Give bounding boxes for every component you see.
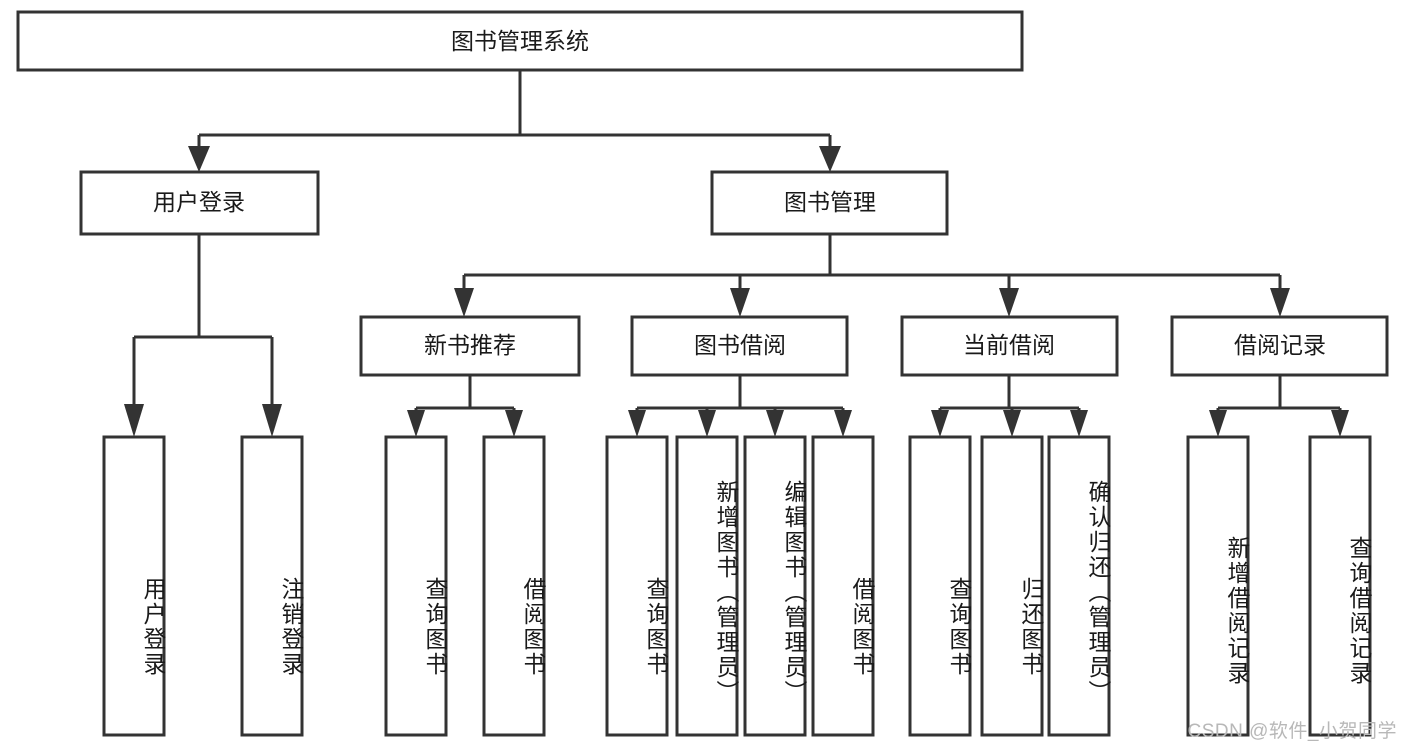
node-user-login-box[interactable] [79,170,320,236]
node-leaf-logout-login-box[interactable] [240,435,304,737]
node-leaf-query-book-1-box[interactable] [384,435,448,737]
connector-layer [124,70,1349,437]
node-leaf-borrow-book-1-box[interactable] [482,435,546,737]
arrow-head-leaf-borrow-book-1 [505,410,523,437]
node-leaf-query-borrow-record-box[interactable] [1308,435,1372,737]
arrow-head-leaf-query-book-2 [628,410,646,437]
node-book-borrow-box[interactable] [630,315,849,377]
arrow-head-leaf-borrow-book-2 [834,410,852,437]
arrow-head-leaf-query-book-1 [407,410,425,437]
node-current-borrow[interactable]: 当前借阅 [900,315,1119,377]
arrow-head-leaf-return-book [1003,410,1021,437]
arrow-head-borrow-record [1270,288,1290,317]
node-root-box[interactable] [16,10,1024,72]
csdn-watermark: CSDN @软件_小贺同学 [1187,721,1397,742]
node-book-manage-box[interactable] [710,170,949,236]
node-leaf-query-book-3-box[interactable] [908,435,972,737]
node-new-book-recommend[interactable]: 新书推荐 [359,315,581,377]
node-leaf-borrow-book-2-box[interactable] [811,435,875,737]
node-leaf-add-book-box[interactable] [675,435,739,737]
node-leaf-add-borrow-record-box[interactable] [1186,435,1250,737]
node-root-label: 图书管理系统 [451,28,589,54]
node-borrow-record[interactable]: 借阅记录 [1170,315,1389,377]
node-borrow-record-box[interactable] [1170,315,1389,377]
arrow-head-current-borrow [999,288,1019,317]
node-book-manage-label: 图书管理 [784,189,876,215]
arrow-head-leaf-query-book-3 [931,410,949,437]
node-leaf-edit-book-box[interactable] [743,435,807,737]
node-leaf-return-book-box[interactable] [980,435,1044,737]
node-book-borrow[interactable]: 图书借阅 [630,315,849,377]
arrow-head-new-book-recommend [454,288,474,317]
arrow-head-leaf-confirm-return [1070,410,1088,437]
arrow-head-leaf-user-login [124,404,144,437]
arrow-head-leaf-query-borrow-record [1331,410,1349,437]
arrow-head-book-manage [819,146,841,172]
node-new-book-recommend-label: 新书推荐 [424,332,516,358]
arrow-head-leaf-add-borrow-record [1209,410,1227,437]
node-borrow-record-label: 借阅记录 [1234,332,1326,358]
node-current-borrow-box[interactable] [900,315,1119,377]
node-user-login[interactable]: 用户登录 [79,170,320,236]
node-leaf-confirm-return-box[interactable] [1047,435,1111,737]
arrow-head-leaf-logout-login [262,404,282,437]
node-current-borrow-label: 当前借阅 [963,332,1055,358]
node-user-login-label: 用户登录 [153,189,245,215]
arrow-head-book-borrow [730,288,750,317]
node-root[interactable]: 图书管理系统 [16,10,1024,72]
node-book-manage[interactable]: 图书管理 [710,170,949,236]
arrow-head-leaf-add-book [698,410,716,437]
arrow-head-leaf-edit-book [766,410,784,437]
node-book-borrow-label: 图书借阅 [694,332,786,358]
node-leaf-query-book-2-box[interactable] [605,435,669,737]
arrow-head-user-login [188,146,210,172]
node-new-book-recommend-box[interactable] [359,315,581,377]
leaf-layer [102,435,1372,737]
node-leaf-user-login-box[interactable] [102,435,166,737]
